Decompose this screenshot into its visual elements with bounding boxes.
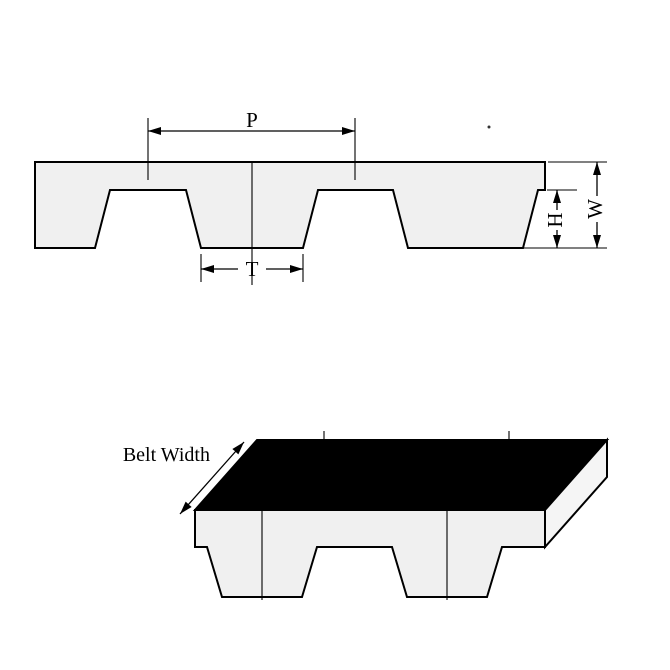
- tooth-height-dimension: H: [543, 190, 567, 248]
- belt-width-arrow: [179, 441, 245, 515]
- belt-profile-outline: [34, 161, 546, 249]
- tooth-width-label: T: [246, 257, 259, 281]
- stray-dot: [487, 125, 491, 129]
- belt-end-face: [544, 437, 608, 550]
- belt-front-face: [194, 509, 546, 598]
- perspective-view: Belt Width: [123, 431, 610, 600]
- thickness-dimension: W: [583, 162, 607, 248]
- pitch-dimension: P: [147, 108, 356, 180]
- pitch-label: P: [246, 108, 258, 132]
- cross-section-view: P T H W: [34, 108, 607, 285]
- belt-width-dimension: Belt Width: [123, 441, 245, 515]
- tooth-width-dimension: T: [200, 254, 304, 282]
- tooth-height-label: H: [543, 212, 567, 227]
- belt-top-surface: [192, 439, 610, 511]
- belt-width-label: Belt Width: [123, 444, 210, 466]
- thickness-label: W: [583, 199, 607, 219]
